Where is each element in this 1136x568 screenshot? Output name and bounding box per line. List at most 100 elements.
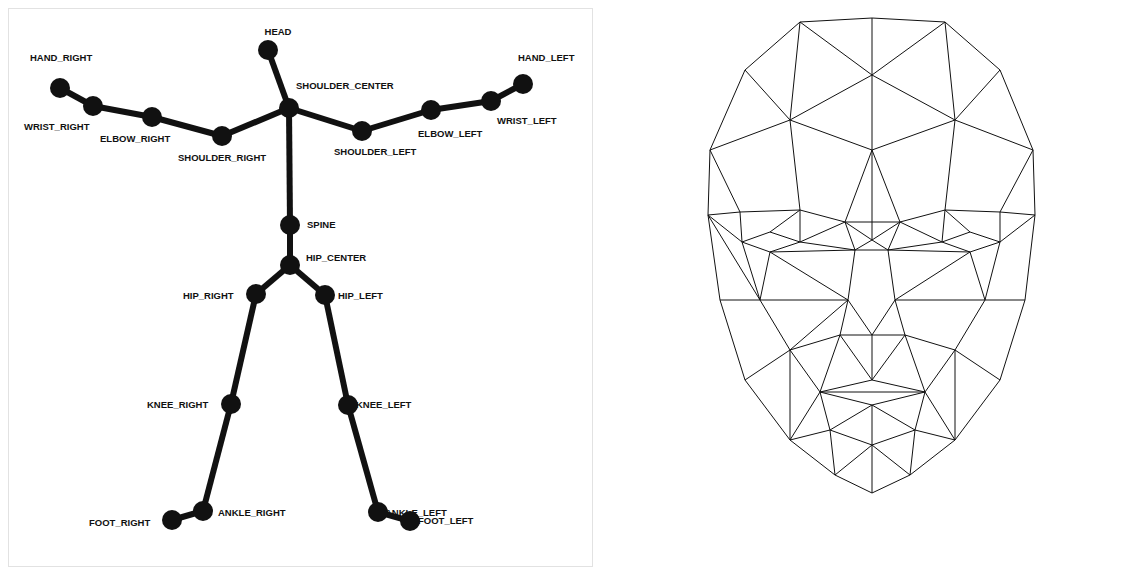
mesh-edge <box>1000 212 1035 215</box>
mesh-edge <box>895 300 905 335</box>
mesh-edge <box>915 430 955 440</box>
mesh-edge <box>942 232 970 242</box>
joint <box>481 91 501 111</box>
joint-label: SHOULDER_RIGHT <box>178 153 266 163</box>
mesh-edge <box>855 240 872 250</box>
mesh-edge <box>872 392 925 393</box>
mesh-edge <box>872 392 925 405</box>
mesh-edge <box>745 350 790 380</box>
mesh-edge <box>905 335 955 350</box>
mesh-edge <box>955 300 985 350</box>
mesh-edge <box>835 475 872 493</box>
mesh-edge <box>720 300 760 301</box>
mesh-edge <box>888 250 895 300</box>
mesh-edge <box>790 335 840 350</box>
mesh-edge <box>770 210 800 232</box>
mesh-edge <box>985 300 1025 301</box>
mesh-edge <box>942 210 945 242</box>
mesh-edge <box>872 18 945 22</box>
mesh-edge <box>830 430 872 445</box>
mesh-edge <box>820 392 830 430</box>
joint <box>246 284 266 304</box>
joint <box>279 98 299 118</box>
mesh-edge <box>845 222 855 250</box>
mesh-edge <box>942 242 970 252</box>
joint-label: FOOT_LEFT <box>418 516 473 526</box>
mesh-edge <box>710 70 745 150</box>
mesh-edge <box>872 335 905 380</box>
bone <box>362 110 431 131</box>
mesh-edge <box>710 150 740 212</box>
mesh-edge <box>742 242 760 300</box>
mesh-edge <box>720 300 745 380</box>
mesh-edge <box>888 222 900 250</box>
mesh-edge <box>800 222 845 242</box>
mesh-edge <box>848 300 872 335</box>
mesh-edge <box>745 22 800 70</box>
mesh-edge <box>800 210 801 242</box>
mesh-edge <box>925 350 955 392</box>
mesh-edge <box>945 22 955 120</box>
mesh-edge <box>790 75 872 120</box>
mesh-edge <box>888 242 942 250</box>
mesh-edge <box>745 380 790 440</box>
mesh-edge <box>970 232 1000 242</box>
mesh-edge <box>1000 70 1033 150</box>
bone <box>152 117 222 136</box>
mesh-edge <box>915 392 925 430</box>
mesh-edge <box>955 350 956 440</box>
mesh-edge <box>855 250 888 251</box>
mesh-edge <box>1000 150 1033 212</box>
mesh-edge <box>1025 215 1035 300</box>
mesh-edge <box>835 445 872 475</box>
mesh-edge <box>820 392 872 405</box>
mesh-edge <box>790 350 820 392</box>
joint <box>212 126 232 146</box>
joint-label: FOOT_RIGHT <box>89 518 150 528</box>
mesh-edge <box>790 300 848 350</box>
mesh-edge <box>872 240 888 250</box>
mesh-edge <box>1000 215 1035 242</box>
mesh-edge <box>740 210 800 212</box>
joint <box>83 96 103 116</box>
joint-label: SHOULDER_LEFT <box>334 147 416 157</box>
joint <box>352 121 372 141</box>
mesh-edge <box>790 350 791 440</box>
joint <box>280 215 300 235</box>
joint <box>142 107 162 127</box>
joint-label: HAND_RIGHT <box>30 53 92 63</box>
mesh-edge <box>1033 150 1035 215</box>
mesh-edge <box>740 212 742 242</box>
mesh-edge <box>970 252 985 300</box>
joint <box>421 100 441 120</box>
mesh-edge <box>945 210 1000 212</box>
mesh-edge <box>790 120 800 210</box>
mesh-edge <box>710 120 790 150</box>
bone <box>289 108 362 131</box>
mesh-edge <box>790 440 835 475</box>
mesh-edge <box>945 120 955 210</box>
mesh-edge <box>872 445 873 493</box>
mesh-edge <box>895 300 985 301</box>
joint-label: KNEE_LEFT <box>356 400 411 410</box>
panel-frame <box>9 9 593 567</box>
mesh-edge <box>830 430 835 475</box>
mesh-edge <box>955 70 1000 120</box>
joint <box>258 40 278 60</box>
mesh-edge <box>1000 300 1025 380</box>
mesh-edge <box>905 335 925 392</box>
mesh-edge <box>872 75 873 150</box>
bone <box>222 108 289 136</box>
mesh-edge <box>970 242 1000 252</box>
mesh-edge <box>872 22 945 75</box>
mesh-edge <box>872 445 910 475</box>
mesh-edge <box>872 335 905 336</box>
joint-label: SHOULDER_CENTER <box>296 81 394 91</box>
mesh-edge <box>872 405 915 430</box>
joint <box>315 285 335 305</box>
mesh-edge <box>820 335 840 392</box>
bone <box>325 295 348 405</box>
joint-label: WRIST_RIGHT <box>24 122 89 132</box>
joint <box>50 78 70 98</box>
